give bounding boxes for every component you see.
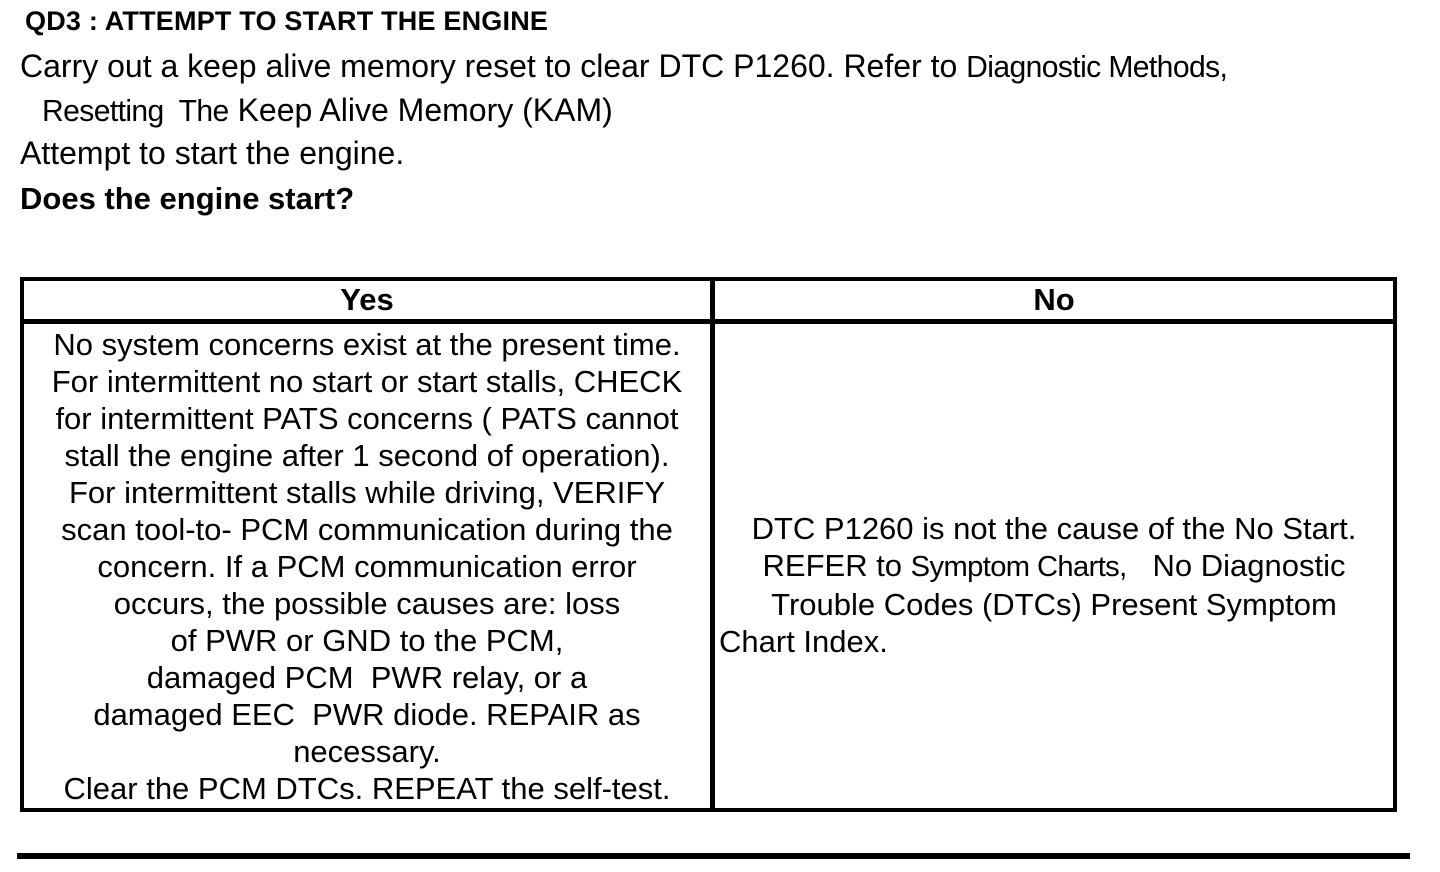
- instruction-line-1-text: Carry out a keep alive memory reset to c…: [20, 48, 967, 84]
- yes-action-cell: No system concerns exist at the present …: [24, 324, 715, 808]
- yes-action-line: stall the engine after 1 second of opera…: [64, 438, 670, 473]
- yes-action-line: necessary.: [293, 734, 441, 769]
- yes-action-line: damaged EEC PWR diode. REPAIR as: [93, 697, 641, 732]
- yes-action-line: of PWR or GND to the PCM,: [170, 623, 564, 658]
- result-table-header-row: Yes No: [24, 281, 1393, 324]
- yes-action-line: for intermittent PATS concerns ( PATS ca…: [55, 401, 679, 436]
- yes-action-line: damaged PCM PWR relay, or a: [146, 660, 588, 695]
- no-action-line-pre: REFER to: [762, 548, 911, 583]
- reference-symptom-charts: Symptom Charts,: [910, 551, 1128, 583]
- page-footer-rule: [17, 853, 1410, 859]
- decision-question: Does the engine start?: [20, 181, 355, 216]
- no-action-line: Chart Index.: [719, 624, 888, 659]
- instruction-line-2: Resetting The Keep Alive Memory (KAM): [42, 92, 613, 129]
- yes-column-header: Yes: [24, 281, 715, 319]
- no-action-cell: DTC P1260 is not the cause of the No Sta…: [715, 324, 1393, 808]
- no-action-line: DTC P1260 is not the cause of the No Sta…: [751, 511, 1357, 546]
- instruction-line-2-text: Keep Alive Memory (KAM): [228, 92, 613, 128]
- no-action-line-post: No Diagnostic: [1126, 548, 1346, 583]
- yes-action-line: Clear the PCM DTCs. REPEAT the self-test…: [63, 771, 671, 806]
- yes-action-line: For intermittent no start or start stall…: [51, 364, 683, 399]
- instruction-line-1: Carry out a keep alive memory reset to c…: [20, 48, 1228, 85]
- yes-no-result-table: Yes No No system concerns exist at the p…: [20, 277, 1397, 812]
- yes-action-line: occurs, the possible causes are: loss: [113, 586, 621, 621]
- yes-action-line: scan tool-to- PCM communication during t…: [61, 512, 673, 547]
- no-action-line: REFER to Symptom Charts, No Diagnostic: [719, 547, 1389, 586]
- reference-diagnostic-methods: Diagnostic Methods,: [966, 51, 1228, 84]
- yes-action-line: For intermittent stalls while driving, V…: [68, 475, 666, 510]
- yes-action-line: No system concerns exist at the present …: [53, 327, 681, 362]
- step-heading: QD3 : ATTEMPT TO START THE ENGINE: [25, 6, 549, 36]
- yes-action-line: concern. If a PCM communication error: [97, 549, 637, 584]
- instruction-line-3: Attempt to start the engine.: [20, 135, 405, 171]
- no-action-line: Trouble Codes (DTCs) Present Symptom: [771, 587, 1337, 622]
- no-column-header: No: [1033, 282, 1075, 317]
- reference-resetting-kam: Resetting The: [42, 95, 229, 128]
- result-table-body-row: No system concerns exist at the present …: [24, 324, 1393, 808]
